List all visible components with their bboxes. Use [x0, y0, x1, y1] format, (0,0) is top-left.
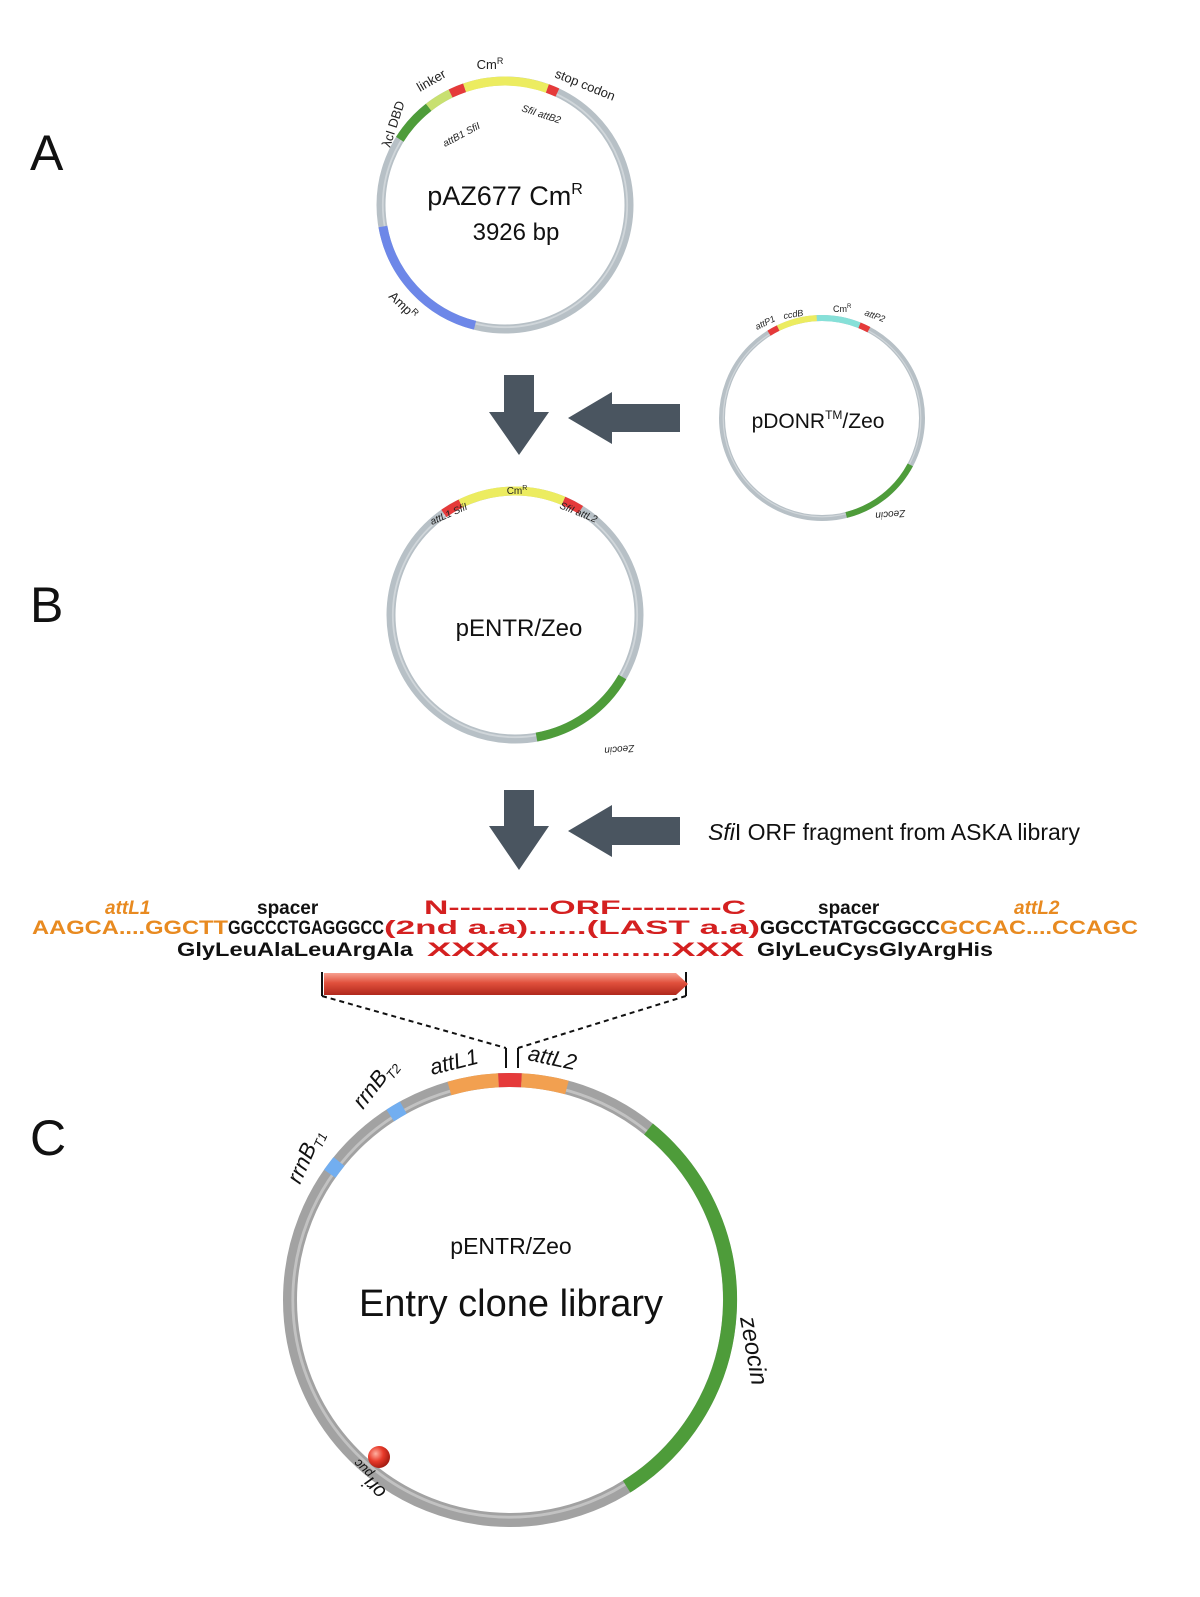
- arrow-down-1-shape: [489, 375, 549, 455]
- panel-label-b: B: [30, 577, 63, 633]
- plasmid-c-segment-zeocin: [622, 1123, 738, 1493]
- seq-left-peptide: GlyLeuAlaLeuArgAla: [177, 940, 414, 961]
- plasmid-entry-library: pENTR/Zeo Entry clone library attL1 attL…: [282, 1040, 773, 1527]
- arrow-left-2-shape: [568, 805, 680, 857]
- plasmid-b-segment-attL2: [561, 496, 584, 514]
- plasmid-b-segment-zeocin: [535, 674, 627, 742]
- plasmid-donor-segment-ccdB: [776, 315, 818, 331]
- plasmid-a-segment-attB2: [545, 84, 560, 97]
- seq-orf-label: N---------ORF---------C: [424, 898, 746, 919]
- panel-label-a: A: [30, 125, 64, 181]
- plasmid-entry-library-name: pENTR/Zeo: [450, 1233, 571, 1259]
- linker-label: linker: [414, 66, 449, 95]
- plasmid-c-segment-attL1: [447, 1073, 499, 1096]
- seq-right-attl2-bases: GCCAC....CCAGC: [940, 918, 1138, 939]
- seq-orf-bases: (2nd a.a)......(LAST a.a): [384, 918, 760, 939]
- orf-bar-dashed-right: [517, 995, 687, 1049]
- orf-insert-bar: [321, 972, 688, 1068]
- seq-spacer-left: spacer: [257, 898, 319, 919]
- plasmid-pENTR-ring: [386, 486, 644, 744]
- plasmid-donor-segment-cm: [816, 314, 861, 329]
- cm-label-a: CmR: [477, 56, 504, 72]
- attL1-label-c: attL1: [427, 1044, 481, 1080]
- seq-spacer-right: spacer: [818, 898, 880, 919]
- orf-source-label: SfiI ORF fragment from ASKA library: [708, 819, 1080, 845]
- cm-label-b: CmR: [507, 485, 528, 497]
- plasmid-pAZ677-name: pAZ677 CmR: [427, 181, 583, 211]
- zeocin-label-c: zeocin: [734, 1313, 773, 1387]
- plasmid-pDONR-name: pDONRTM/Zeo: [752, 408, 885, 433]
- plasmid-c-segment-rrnB-T1: [324, 1157, 345, 1178]
- plasmid-b-segment-attL1: [441, 499, 463, 518]
- arrow-down-2-shape: [489, 790, 549, 870]
- plasmid-pAZ677-ring: [376, 76, 634, 334]
- plasmid-c-segment-rrnB-T2: [386, 1101, 407, 1122]
- plasmid-donor-segment-attP2: [858, 322, 871, 333]
- sfiI-attB2-label: SfiI attB2: [520, 103, 562, 126]
- plasmid-pDONR-ring: [719, 314, 925, 521]
- plasmid-b-segment-cm: [458, 486, 566, 508]
- seq-left-attl1-bases: AAGCA....GGCTT: [32, 918, 228, 939]
- plasmid-donor-segment-zeocin: [845, 463, 913, 518]
- plasmid-a-segment-cm: [463, 76, 549, 93]
- attP2-label: attP2: [863, 307, 886, 324]
- plasmid-entry-library-subtitle: Entry clone library: [359, 1283, 663, 1325]
- orf-bar-dashed-left: [321, 995, 507, 1049]
- plasmid-pAZ677-size: 3926 bp: [473, 219, 560, 246]
- plasmid-donor-segment-attP1: [767, 325, 780, 336]
- plasmid-entry-library-ring: [283, 1072, 738, 1527]
- attL2-label-c: attL2: [526, 1040, 579, 1075]
- zeocin-label-donor: Zeocin: [874, 507, 906, 521]
- seq-attL2-label: attL2: [1014, 898, 1060, 919]
- plasmid-a-segment-attB1: [448, 83, 467, 98]
- sequence-block: attL1 spacer N---------ORF---------C spa…: [32, 898, 1138, 961]
- ccdB-label: ccdB: [783, 308, 804, 321]
- seq-right-spacer-bases: GGCCTATGCGGCC: [760, 918, 940, 939]
- plasmid-pDONR-Zeo: pDONRTM/Zeo attP1 ccdB CmR attP2 Zeocin: [719, 304, 925, 521]
- seq-attL1-label: attL1: [105, 898, 150, 919]
- orf-bar-shape: [324, 973, 688, 995]
- ori-puc-marker: [368, 1446, 390, 1468]
- plasmid-c-segment-attL2: [520, 1073, 569, 1095]
- arrow-down-2: [489, 790, 549, 870]
- arrow-left-2: [568, 805, 680, 857]
- panel-label-c: C: [30, 1110, 66, 1166]
- seq-left-spacer-bases: GGCCCTGAGGGCC: [228, 918, 384, 939]
- plasmid-a-segment-linker: [425, 89, 453, 111]
- plasmid-pENTR-name: pENTR/Zeo: [456, 615, 583, 642]
- plasmid-pENTR-Zeo: pENTR/Zeo attL1 SfiI CmR SfiI attL2 Zeoc…: [386, 485, 644, 756]
- plasmid-pAZ677: pAZ677 CmR 3926 bp λcI DBD linker CmR st…: [376, 56, 634, 334]
- cm-label-donor: CmR: [833, 304, 852, 314]
- seq-right-peptide: GlyLeuCysGlyArgHis: [757, 940, 993, 961]
- seq-orf-peptide: XXX.................XXX: [427, 940, 745, 961]
- zeocin-label-b: Zeocin: [603, 742, 635, 756]
- arrow-down-1: [489, 375, 549, 455]
- plasmid-a-segment-lambda-cI-dbd: [395, 103, 432, 142]
- attB1-sfiI-label: attB1 SfiI: [441, 121, 482, 150]
- arrow-left-1-shape: [568, 392, 680, 444]
- plasmid-a-segment-amp: [378, 225, 477, 330]
- arrow-left-1: [568, 392, 680, 444]
